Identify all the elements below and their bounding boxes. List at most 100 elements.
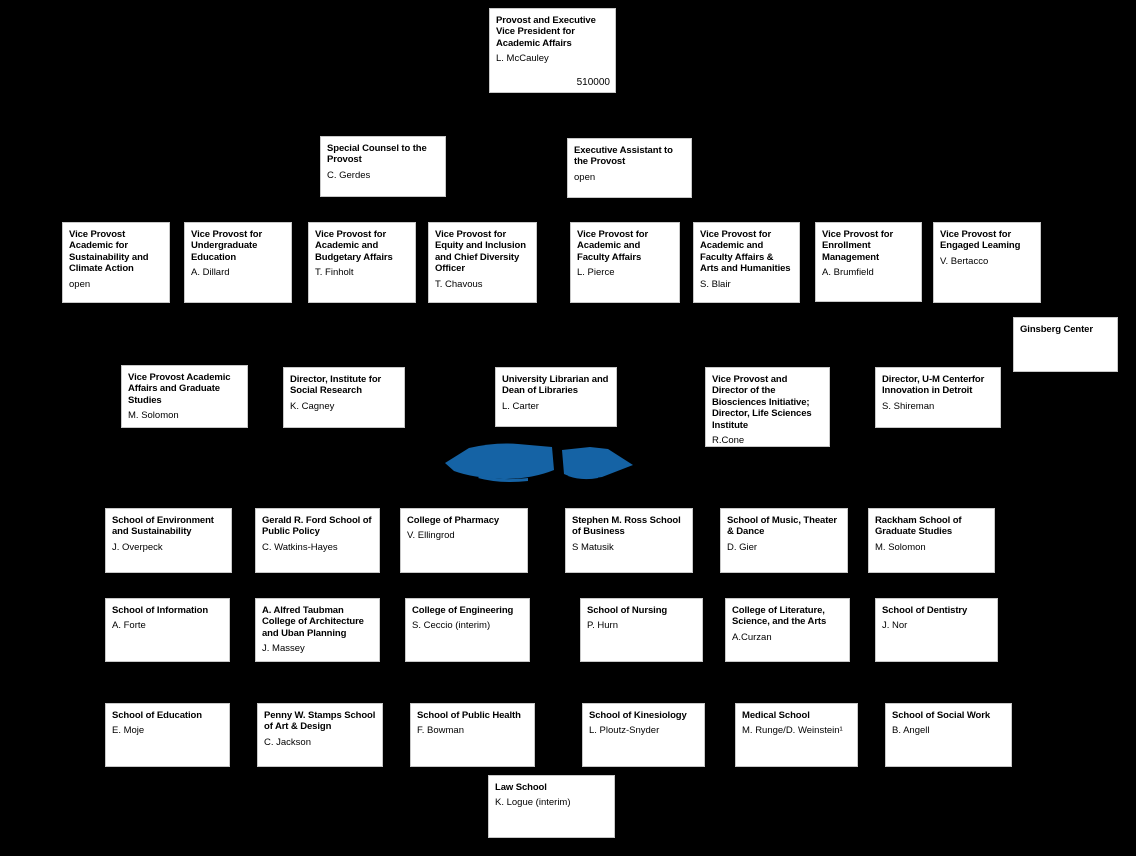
box-title: School of Education xyxy=(112,710,202,721)
box-name: L. Ploutz-Snyder xyxy=(589,725,660,737)
box-title: Penny W. Stamps School of Art & Design xyxy=(264,710,376,733)
org-box-music-theater-dance: School of Music, Theater & Dance D. Gier xyxy=(720,508,848,573)
org-box-vp-arts-humanities: Vice Provost for Academic and Faculty Af… xyxy=(693,222,800,303)
org-box-vp-budgetary: Vice Provost for Academic and Budgetary … xyxy=(308,222,416,303)
box-name: E. Moje xyxy=(112,725,145,737)
box-title: School of Nursing xyxy=(587,605,668,616)
box-title: Director, Institute for Social Research xyxy=(290,374,382,397)
org-box-vp-graduate-studies: Vice Provost Academic Affairs and Gradua… xyxy=(121,365,248,428)
box-name: L. Carter xyxy=(502,400,539,412)
org-box-school-education: School of Education E. Moje xyxy=(105,703,230,767)
box-title: School of Environment and Sustainability xyxy=(112,515,214,538)
org-box-college-engineering: College of Engineering S. Ceccio (interi… xyxy=(405,598,530,662)
box-title: Vice Provost Academic Affairs and Gradua… xyxy=(128,372,231,406)
box-title: College of Pharmacy xyxy=(407,515,500,526)
box-name: C. Jackson xyxy=(264,736,311,748)
org-box-vp-sustainability: Vice Provost Academic for Sustainability… xyxy=(62,222,170,303)
box-title: Vice Provost for Enrollment Management xyxy=(822,229,894,263)
box-name: J. Nor xyxy=(882,620,908,632)
box-title: Vice Provost and Director of the Bioscie… xyxy=(712,374,812,431)
box-name: T. Finholt xyxy=(315,267,354,279)
org-box-university-librarian: University Librarian and Dean of Librari… xyxy=(495,367,617,427)
box-name: P. Hurn xyxy=(587,620,618,632)
box-title: University Librarian and Dean of Librari… xyxy=(502,374,609,397)
box-title: Vice Provost for Academic and Budgetary … xyxy=(315,229,393,263)
box-title: Vice Provost for Undergraduate Education xyxy=(191,229,263,263)
org-box-institute-social-research: Director, Institute for Social Research … xyxy=(283,367,405,428)
blue-scribble-redaction xyxy=(445,443,633,482)
box-title: Executive Assistant to the Provost xyxy=(574,145,673,168)
box-name: B. Angell xyxy=(892,725,930,737)
org-box-ginsberg-center: Ginsberg Center xyxy=(1013,317,1118,372)
box-name: open xyxy=(69,278,91,290)
org-box-special-counsel: Special Counsel to the Provost C. Gerdes xyxy=(320,136,446,197)
box-title: Director, U-M Centerfor Innovation in De… xyxy=(882,374,985,397)
box-title: Vice Provost Academic for Sustainability… xyxy=(69,229,149,275)
box-name: A. Dillard xyxy=(191,267,230,279)
box-name: M. Solomon xyxy=(875,541,926,553)
org-box-lsa: College of Literature, Science, and the … xyxy=(725,598,850,662)
box-title: Vice Provost for Academic and Faculty Af… xyxy=(700,229,791,275)
box-name: R.Cone xyxy=(712,434,745,446)
org-box-school-kinesiology: School of Kinesiology L. Ploutz-Snyder xyxy=(582,703,705,767)
box-title: Gerald R. Ford School of Public Policy xyxy=(262,515,372,538)
box-title: Special Counsel to the Provost xyxy=(327,143,427,166)
box-name: S. Shireman xyxy=(882,400,935,412)
box-title: A. Alfred Taubman College of Architectur… xyxy=(262,605,364,639)
box-name: L. Pierce xyxy=(577,267,615,279)
box-name: S. Ceccio (interim) xyxy=(412,620,491,632)
box-name: K. Cagney xyxy=(290,400,335,412)
org-box-stamps-art-design: Penny W. Stamps School of Art & Design C… xyxy=(257,703,383,767)
org-box-law-school: Law School K. Logue (interim) xyxy=(488,775,615,838)
box-name: S Matusik xyxy=(572,541,614,553)
box-title: School of Music, Theater & Dance xyxy=(727,515,838,538)
box-title: College of Engineering xyxy=(412,605,514,616)
box-name: C. Watkins-Hayes xyxy=(262,541,338,553)
box-name: A. Forte xyxy=(112,620,146,632)
box-name: S. Blair xyxy=(700,278,731,290)
org-box-rackham-graduate: Rackham School of Graduate Studies M. So… xyxy=(868,508,995,573)
box-title: Provost and Executive Vice President for… xyxy=(496,15,596,49)
box-title: School of Information xyxy=(112,605,209,616)
box-name: V. Ellingrod xyxy=(407,530,455,542)
box-name: C. Gerdes xyxy=(327,169,371,181)
box-title: Vice Provost for Engaged Leaming xyxy=(940,229,1021,252)
org-box-provost: Provost and Executive Vice President for… xyxy=(489,8,616,93)
org-box-vp-undergraduate: Vice Provost for Undergraduate Education… xyxy=(184,222,292,303)
box-title: College of Literature, Science, and the … xyxy=(732,605,827,628)
box-name: L. McCauley xyxy=(496,53,549,65)
org-code: 510000 xyxy=(576,77,610,88)
box-name: J. Massey xyxy=(262,643,305,655)
box-title: School of Dentistry xyxy=(882,605,968,616)
box-title: Rackham School of Graduate Studies xyxy=(875,515,962,538)
org-box-biosciences-initiative: Vice Provost and Director of the Bioscie… xyxy=(705,367,830,447)
org-box-school-information: School of Information A. Forte xyxy=(105,598,230,662)
box-name: A. Brumfield xyxy=(822,267,874,279)
org-box-school-nursing: School of Nursing P. Hurn xyxy=(580,598,703,662)
box-title: Vice Provost for Academic and Faculty Af… xyxy=(577,229,649,263)
org-box-ross-business: Stephen M. Ross School of Business S Mat… xyxy=(565,508,693,573)
box-title: School of Social Work xyxy=(892,710,991,721)
org-box-school-public-health: School of Public Health F. Bowman xyxy=(410,703,535,767)
box-name: open xyxy=(574,171,596,183)
box-title: Law School xyxy=(495,782,547,793)
org-box-medical-school: Medical School M. Runge/D. Weinstein¹ xyxy=(735,703,858,767)
box-title: Ginsberg Center xyxy=(1020,324,1093,335)
org-box-center-innovation-detroit: Director, U-M Centerfor Innovation in De… xyxy=(875,367,1001,428)
org-box-school-environment: School of Environment and Sustainability… xyxy=(105,508,232,573)
box-name: J. Overpeck xyxy=(112,541,163,553)
box-name: M. Solomon xyxy=(128,410,179,422)
box-title: School of Public Health xyxy=(417,710,521,721)
box-name: K. Logue (interim) xyxy=(495,797,571,809)
box-title: Stephen M. Ross School of Business xyxy=(572,515,681,538)
org-box-executive-assistant: Executive Assistant to the Provost open xyxy=(567,138,692,198)
org-box-college-pharmacy: College of Pharmacy V. Ellingrod xyxy=(400,508,528,573)
box-title: Medical School xyxy=(742,710,810,721)
box-title: Vice Provost for Equity and Inclusion an… xyxy=(435,229,526,275)
box-name: A.Curzan xyxy=(732,631,772,643)
box-name: V. Bertacco xyxy=(940,255,989,267)
box-name: T. Chavous xyxy=(435,278,483,290)
org-box-vp-equity: Vice Provost for Equity and Inclusion an… xyxy=(428,222,537,303)
box-name: M. Runge/D. Weinstein¹ xyxy=(742,725,843,737)
